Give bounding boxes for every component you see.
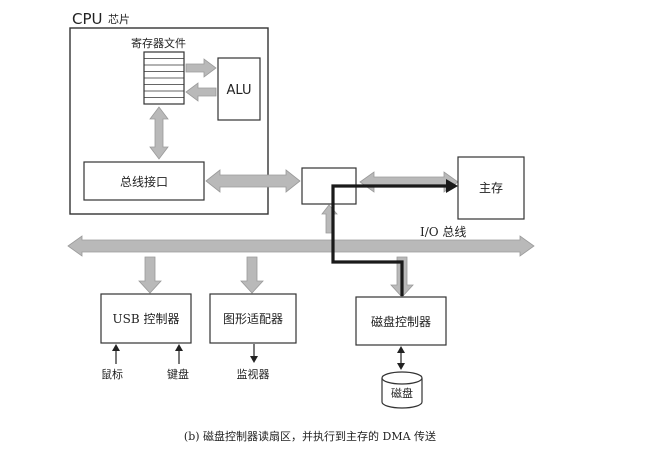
disk-link-arrow-down (397, 363, 405, 370)
bus-interface-box (83, 161, 205, 201)
monitor-label: 监视器 (237, 367, 270, 381)
bus-usb-arrow (138, 256, 162, 294)
reg-bus-interface-arrow (149, 106, 169, 160)
dma-transfer-path (331, 184, 446, 296)
mouse-label: 鼠标 (101, 367, 123, 381)
alu-to-reg-arrow (185, 82, 217, 102)
main-memory-label: 主存 (479, 181, 503, 195)
bus-interface-label: 总线接口 (120, 174, 168, 189)
graphics-adapter-box (209, 293, 297, 344)
usb-controller-box (100, 293, 192, 344)
memory-bus-arrow (359, 171, 459, 193)
disk-controller-label: 磁盘控制器 (371, 314, 431, 329)
disk-label: 磁盘 (391, 386, 413, 400)
dma-arrowhead (446, 179, 458, 193)
register-file-label: 寄存器文件 (131, 36, 186, 50)
alu-label: ALU (226, 83, 251, 98)
figure-caption: (b) 磁盘控制器读扇区，并执行到主存的 DMA 传送 (184, 429, 436, 443)
register-file (143, 51, 185, 105)
keyboard-input-arrow (175, 344, 183, 351)
cpu-title: CPU (72, 10, 103, 28)
io-bus (67, 235, 535, 257)
monitor-output-arrow (250, 356, 258, 363)
cpu-chip-box (69, 27, 269, 215)
main-memory-box (457, 156, 525, 220)
bridge-io-arrow (321, 204, 338, 234)
mouse-input-arrow (112, 344, 120, 351)
graphics-adapter-label: 图形适配器 (223, 312, 283, 326)
bus-graphics-arrow (240, 256, 264, 294)
cpu-title-chip: 芯片 (108, 12, 130, 26)
io-bus-label: I/O 总线 (420, 225, 466, 239)
disk-cylinder (381, 371, 423, 409)
usb-controller-label: USB 控制器 (113, 312, 180, 326)
reg-to-alu-arrow (185, 58, 217, 78)
alu-box (217, 57, 261, 121)
system-bus-arrow (205, 169, 301, 193)
disk-controller-box (355, 296, 447, 346)
disk-link-arrow-up (397, 346, 405, 353)
keyboard-label: 键盘 (167, 367, 189, 381)
